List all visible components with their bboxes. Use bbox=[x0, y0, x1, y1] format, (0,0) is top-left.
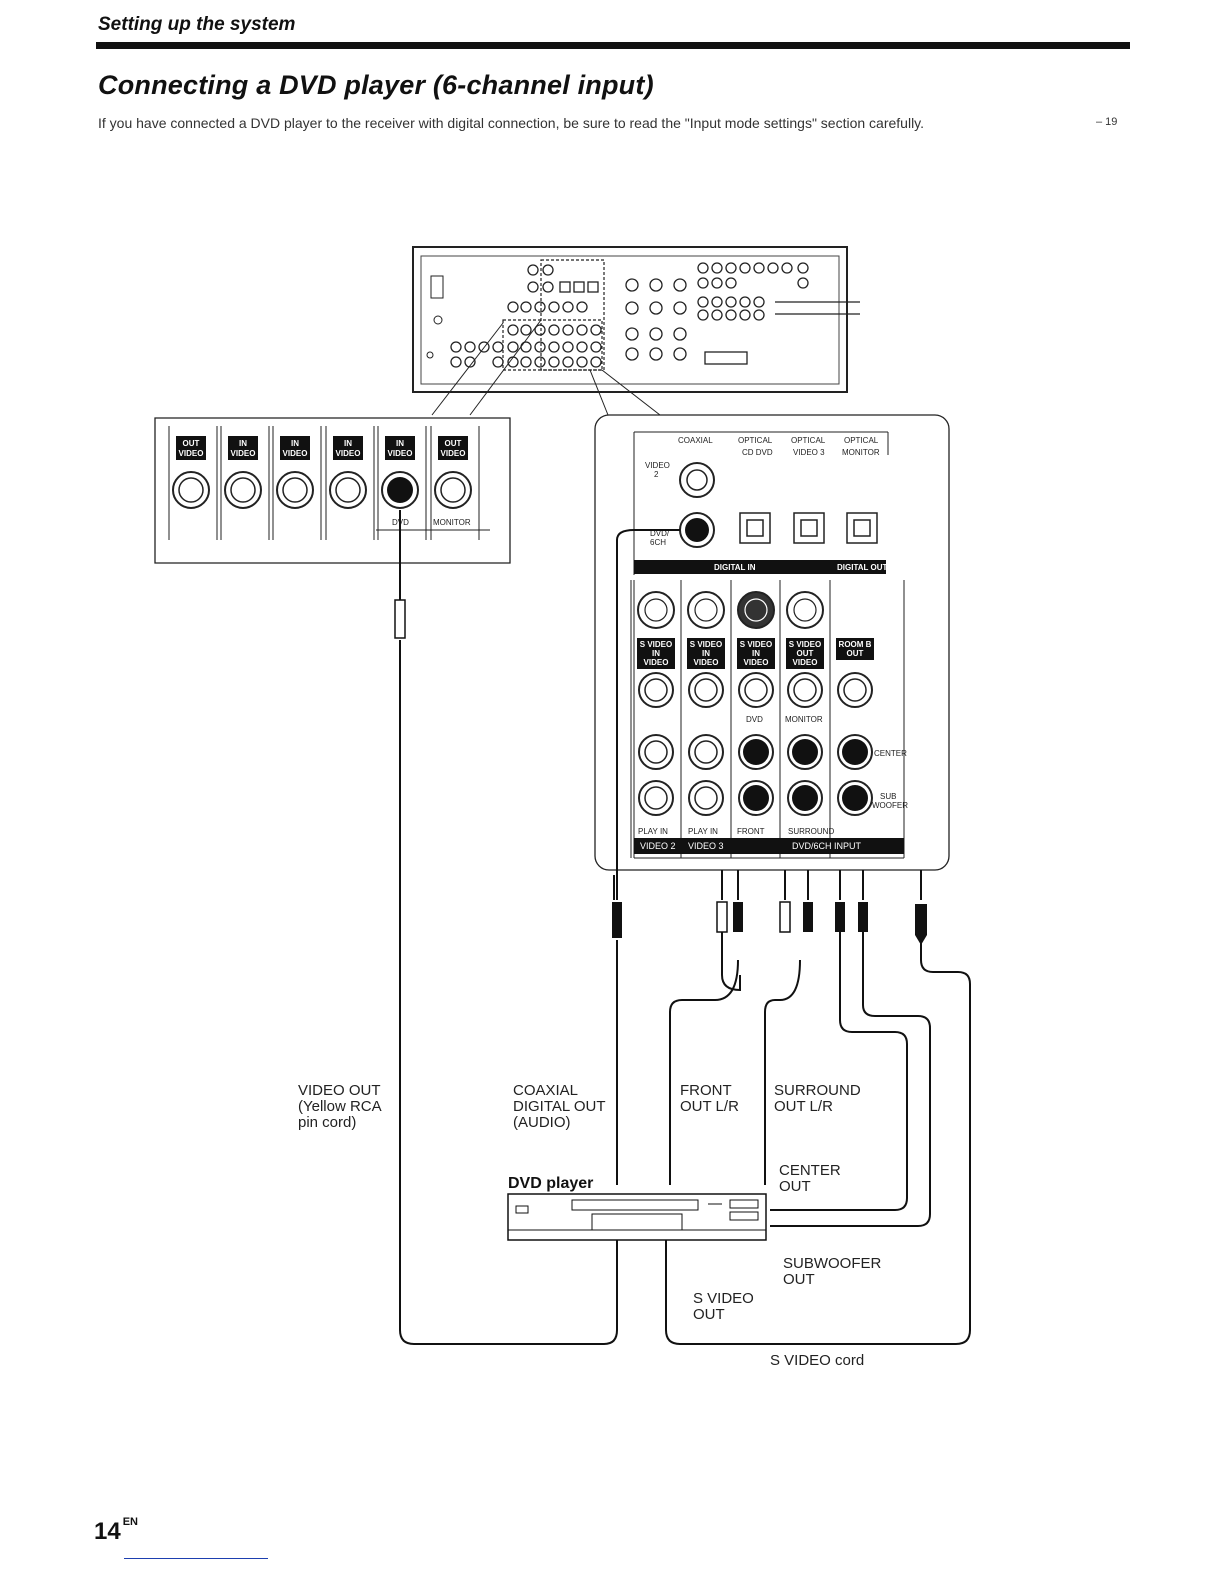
header-rule bbox=[96, 42, 1130, 49]
svideo-label-line: IN bbox=[702, 649, 710, 658]
rca-plugs bbox=[394, 599, 927, 945]
svideo-label-line: VIDEO bbox=[694, 658, 719, 667]
left-jack-label-top: IN bbox=[396, 439, 404, 448]
digital-out-label: DIGITAL OUT bbox=[837, 563, 887, 572]
right-rear-panel: COAXIAL OPTICAL OPTICAL OPTICAL CD DVD V… bbox=[594, 414, 950, 871]
center-label: CENTER bbox=[874, 749, 907, 758]
left-jack-label-bottom: VIDEO bbox=[388, 449, 413, 458]
page-number-value: 14 bbox=[94, 1518, 121, 1545]
video-out-label-2: (Yellow RCA bbox=[298, 1098, 382, 1115]
section-header: Setting up the system bbox=[98, 14, 296, 35]
svideo-label-line: VIDEO bbox=[644, 658, 669, 667]
right-monitor-label: MONITOR bbox=[785, 715, 823, 724]
svideo-label-line: S VIDEO bbox=[690, 640, 722, 649]
page-number-suffix: EN bbox=[122, 1516, 138, 1528]
left-jack-label-bottom: VIDEO bbox=[179, 449, 204, 458]
svideo-label-line: VIDEO bbox=[793, 658, 818, 667]
svideo-label-line: S VIDEO bbox=[789, 640, 821, 649]
dvd6ch-label-2: 6CH bbox=[650, 538, 666, 547]
zoom-guides bbox=[431, 319, 661, 416]
footer-rule bbox=[124, 1558, 268, 1559]
optical-sub-2: VIDEO 3 bbox=[793, 448, 825, 457]
left-jack-label-bottom: VIDEO bbox=[231, 449, 256, 458]
woofer-label: WOOFER bbox=[872, 801, 908, 810]
optical-header-1: OPTICAL bbox=[738, 436, 773, 445]
play-in-label-2: PLAY IN bbox=[688, 827, 718, 836]
dvd-player-label: DVD player bbox=[508, 1175, 593, 1192]
left-jack-label-bottom: VIDEO bbox=[441, 449, 466, 458]
front-out-label-2: OUT L/R bbox=[680, 1098, 739, 1115]
svideo-label-line: OUT bbox=[847, 649, 864, 658]
callout-labels: VIDEO OUT (Yellow RCA pin cord) COAXIAL … bbox=[298, 1082, 882, 1369]
left-monitor-label: MONITOR bbox=[433, 518, 471, 527]
page-title: Connecting a DVD player (6-channel input… bbox=[98, 70, 654, 100]
left-jack-label-bottom: VIDEO bbox=[336, 449, 361, 458]
left-jack-label-bottom: VIDEO bbox=[283, 449, 308, 458]
optical-sub-3: MONITOR bbox=[842, 448, 880, 457]
video2-label-2: 2 bbox=[654, 470, 659, 479]
coaxial-label-2: DIGITAL OUT bbox=[513, 1098, 606, 1115]
front-out-label: FRONT bbox=[680, 1082, 732, 1099]
video-out-label: VIDEO OUT bbox=[298, 1082, 381, 1099]
svideo-out-label-2: OUT bbox=[693, 1306, 725, 1323]
left-jack-label-top: OUT bbox=[445, 439, 462, 448]
cables bbox=[399, 510, 971, 1345]
svideo-label-line: S VIDEO bbox=[640, 640, 672, 649]
optical-sub-1: CD DVD bbox=[742, 448, 773, 457]
page-reference: – 19 bbox=[1096, 116, 1118, 128]
receiver-rear-panel bbox=[412, 246, 860, 393]
dvd6ch-input-tab: DVD/6CH INPUT bbox=[792, 841, 862, 851]
left-jack-label-top: IN bbox=[239, 439, 247, 448]
dvd6ch-label-1: DVD/ bbox=[650, 529, 670, 538]
left-video-panel: OUTVIDEOINVIDEOINVIDEOINVIDEOINVIDEOOUTV… bbox=[154, 417, 511, 564]
surround-out-label: SURROUND bbox=[774, 1082, 861, 1099]
optical-header-3: OPTICAL bbox=[844, 436, 879, 445]
optical-header-2: OPTICAL bbox=[791, 436, 826, 445]
intro-text: If you have connected a DVD player to th… bbox=[98, 115, 925, 131]
digital-in-label: DIGITAL IN bbox=[714, 563, 756, 572]
coaxial-label: COAXIAL bbox=[513, 1082, 578, 1099]
play-in-label-1: PLAY IN bbox=[638, 827, 668, 836]
video2-tab: VIDEO 2 bbox=[640, 841, 676, 851]
video-out-label-3: pin cord) bbox=[298, 1114, 356, 1131]
svideo-label-line: S VIDEO bbox=[740, 640, 772, 649]
center-out-label-2: OUT bbox=[779, 1178, 811, 1195]
sub-label: SUB bbox=[880, 792, 896, 801]
coaxial-label-3: (AUDIO) bbox=[513, 1114, 571, 1131]
left-jack-label-top: OUT bbox=[183, 439, 200, 448]
svideo-label-line: IN bbox=[752, 649, 760, 658]
svideo-cord-label: S VIDEO cord bbox=[770, 1352, 864, 1369]
svideo-label-line: OUT bbox=[797, 649, 814, 658]
surround-label: SURROUND bbox=[788, 827, 834, 836]
video2-label-1: VIDEO bbox=[645, 461, 670, 470]
coaxial-header: COAXIAL bbox=[678, 436, 713, 445]
svideo-out-label: S VIDEO bbox=[693, 1290, 754, 1307]
dvd-player bbox=[507, 1193, 767, 1241]
subwoofer-out-label: SUBWOOFER bbox=[783, 1255, 882, 1272]
right-dvd-label: DVD bbox=[746, 715, 763, 724]
surround-out-label-2: OUT L/R bbox=[774, 1098, 833, 1115]
svideo-label-line: VIDEO bbox=[744, 658, 769, 667]
front-label: FRONT bbox=[737, 827, 765, 836]
left-jack-label-top: IN bbox=[291, 439, 299, 448]
left-jack-label-top: IN bbox=[344, 439, 352, 448]
subwoofer-out-label-2: OUT bbox=[783, 1271, 815, 1288]
svideo-label-line: ROOM B bbox=[839, 640, 872, 649]
svideo-label-line: IN bbox=[652, 649, 660, 658]
video3-tab: VIDEO 3 bbox=[688, 841, 724, 851]
center-out-label: CENTER bbox=[779, 1162, 841, 1179]
